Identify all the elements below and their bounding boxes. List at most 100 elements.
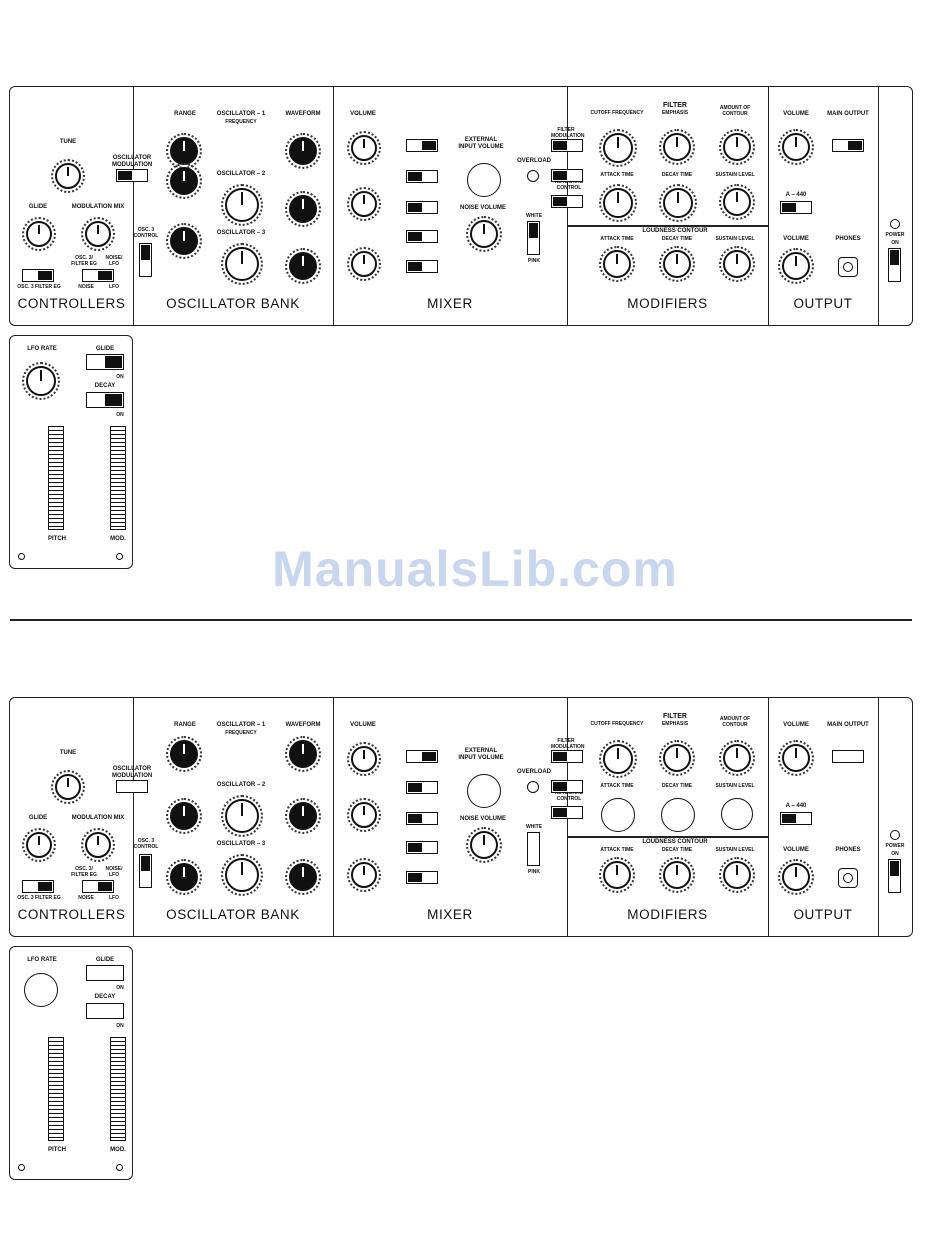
mod-label: MOD. [110,536,126,542]
ext-input-knob[interactable] [467,774,501,808]
osc3-control-switch[interactable] [139,854,152,888]
white-pink-switch[interactable] [527,832,540,866]
phones-volume-knob[interactable] [778,248,814,284]
mixer-switch-5[interactable] [406,871,438,884]
filter-decay-knob[interactable] [659,184,697,222]
wheel-glide-switch[interactable] [86,354,124,370]
pitch-wheel[interactable] [48,426,64,530]
mixer-switch-1[interactable] [406,750,438,763]
mixer-switch-2[interactable] [406,781,438,794]
power-switch[interactable] [888,859,901,893]
osc3-frequency-knob[interactable] [221,854,263,896]
mixer-title: MIXER [427,296,473,311]
loud-decay-knob[interactable] [659,857,695,893]
lfo-rate-knob[interactable] [22,362,60,400]
a440-switch[interactable] [780,812,812,825]
osc3-range-knob[interactable] [166,223,202,259]
osc3-waveform-knob[interactable] [285,859,321,895]
main-output-switch[interactable] [832,139,864,152]
mixer-osc2-volume-knob[interactable] [347,247,381,281]
mixer-switch-2[interactable] [406,170,438,183]
filter-attack-knob[interactable] [599,184,637,222]
mod-mix-knob[interactable] [81,217,115,251]
main-volume-knob[interactable] [778,740,814,776]
power-switch[interactable] [888,248,901,282]
noise-volume-knob[interactable] [466,216,502,252]
osc-mod-switch[interactable] [116,780,148,793]
kbd-switch-1[interactable] [551,169,583,182]
osc3-control-switch[interactable] [139,243,152,277]
mixer-osc2-volume-knob[interactable] [347,798,381,832]
osc2-waveform-knob[interactable] [285,798,321,834]
osc1-waveform-knob[interactable] [285,736,321,772]
noise-volume-knob[interactable] [466,827,502,863]
tune-knob[interactable] [51,770,85,804]
noise-lfo-switch[interactable] [82,269,114,282]
osc2-range-knob[interactable] [166,798,202,834]
mixer-osc3-volume-knob[interactable] [347,858,381,892]
mixer-switch-4[interactable] [406,841,438,854]
mixer-ext-volume-knob[interactable] [347,187,381,221]
mixer-osc1-volume-knob[interactable] [347,131,381,165]
filter-decay-knob[interactable] [661,798,695,832]
loud-sustain-knob[interactable] [719,246,755,282]
white-pink-switch[interactable] [527,221,540,255]
filter-mod-switch[interactable] [551,750,583,763]
phones-jack[interactable] [838,257,858,277]
lfo-rate-knob[interactable] [24,973,58,1007]
osc-mod-switch[interactable] [116,169,148,182]
osc3-range-knob[interactable] [166,859,202,895]
osc3-filter-switch[interactable] [22,880,54,893]
mixer-switch-5[interactable] [406,260,438,273]
filter-sustain-knob[interactable] [721,798,753,830]
phones-volume-knob[interactable] [778,859,814,895]
mixer-osc1-volume-knob[interactable] [347,742,381,776]
filter-mod-switch[interactable] [551,139,583,152]
wheel-glide-switch[interactable] [86,965,124,981]
a440-switch[interactable] [780,201,812,214]
kbd-switch-2[interactable] [551,806,583,819]
tune-knob[interactable] [51,159,85,193]
mixer-switch-4[interactable] [406,230,438,243]
osc3-filter-switch[interactable] [22,269,54,282]
osc2-waveform-knob[interactable] [285,191,321,227]
wheel-decay-switch[interactable] [86,1003,124,1019]
noise-lfo-switch[interactable] [82,880,114,893]
osc2-frequency-knob[interactable] [221,184,263,226]
osc3-frequency-knob[interactable] [221,243,263,285]
osc1-range-knob[interactable] [166,133,202,169]
amount-contour-knob[interactable] [719,740,755,776]
main-volume-knob[interactable] [778,129,814,165]
osc3-waveform-knob[interactable] [285,248,321,284]
filter-sustain-knob[interactable] [719,184,755,220]
phones-jack[interactable] [838,868,858,888]
emphasis-knob[interactable] [659,740,695,776]
osc2-range-knob[interactable] [166,163,202,199]
mixer-switch-1[interactable] [406,139,438,152]
amount-contour-knob[interactable] [719,129,755,165]
pitch-wheel[interactable] [48,1037,64,1141]
cutoff-knob[interactable] [599,129,637,167]
glide-knob[interactable] [22,217,56,251]
loud-attack-knob[interactable] [599,246,635,282]
kbd-switch-1[interactable] [551,780,583,793]
mixer-switch-3[interactable] [406,812,438,825]
filter-attack-knob[interactable] [601,798,635,832]
main-output-switch[interactable] [832,750,864,763]
osc1-range-knob[interactable] [166,736,202,772]
osc1-waveform-knob[interactable] [285,133,321,169]
ext-input-knob[interactable] [467,163,501,197]
mod-wheel[interactable] [110,1037,126,1141]
loud-attack-knob[interactable] [599,857,635,893]
mod-mix-knob[interactable] [81,828,115,862]
cutoff-knob[interactable] [599,740,637,778]
wheel-decay-switch[interactable] [86,392,124,408]
osc2-frequency-knob[interactable] [221,795,263,837]
mod-wheel[interactable] [110,426,126,530]
emphasis-knob[interactable] [659,129,695,165]
kbd-switch-2[interactable] [551,195,583,208]
glide-knob[interactable] [22,828,56,862]
mixer-switch-3[interactable] [406,201,438,214]
loud-sustain-knob[interactable] [719,857,755,893]
loud-decay-knob[interactable] [659,246,695,282]
